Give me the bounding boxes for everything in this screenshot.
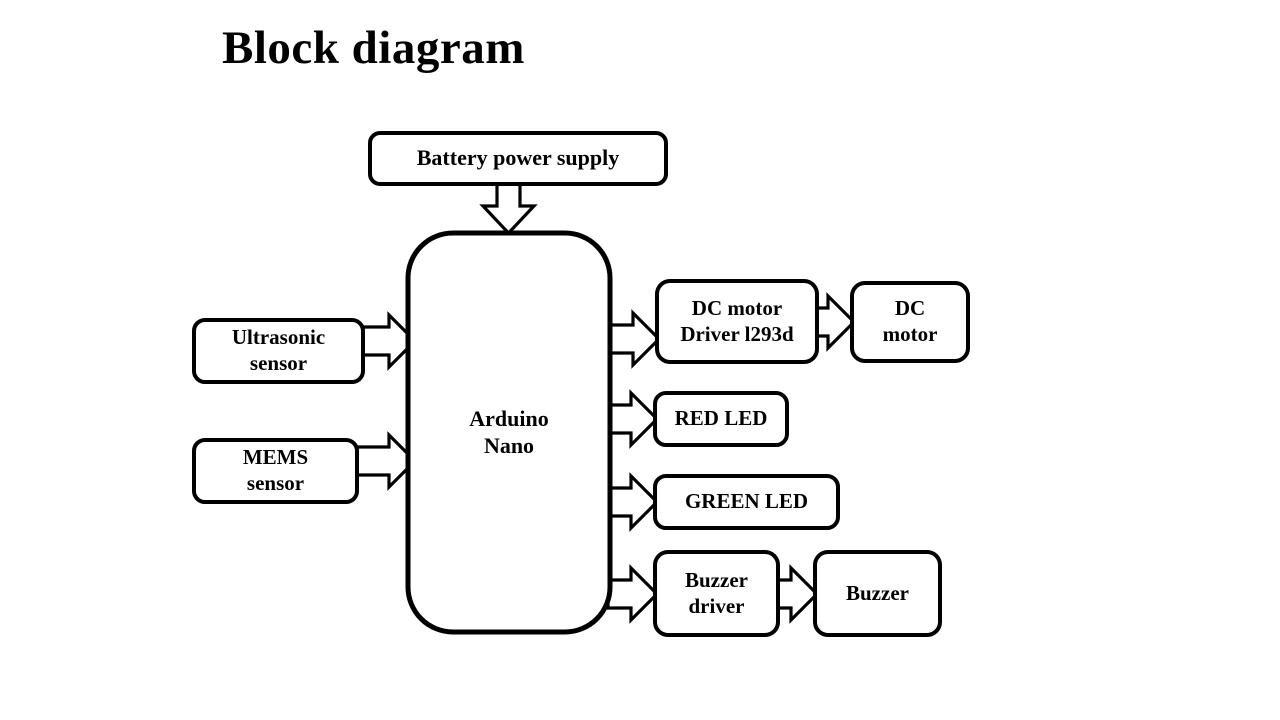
node-red-led[interactable] [653,391,789,447]
node-buzzer-driver[interactable] [653,550,780,637]
connector-battery-to-arduino-icon [479,181,538,236]
page-title: Block diagram [222,22,525,74]
connector-mems-to-arduino-icon [355,431,418,491]
node-mems-sensor[interactable] [192,438,359,504]
connector-arduino-to-dc-motor-driver-icon [606,309,662,369]
node-arduino-nano[interactable] [405,230,613,635]
connector-arduino-to-buzzer-driver-icon [606,564,660,624]
node-green-led[interactable] [653,474,840,530]
node-battery-power-supply[interactable] [368,131,668,186]
node-dc-motor-driver[interactable] [655,279,819,364]
connector-dc-motor-driver-to-dc-motor-icon [815,292,857,352]
connector-ultrasonic-to-arduino-icon [361,311,418,371]
connector-buzzer-driver-to-buzzer-icon [776,564,820,624]
node-dc-motor[interactable] [850,281,970,363]
connector-arduino-to-red-led-icon [606,389,660,449]
node-buzzer[interactable] [813,550,942,637]
node-ultrasonic-sensor[interactable] [192,318,365,384]
connector-arduino-to-green-led-icon [606,472,660,532]
